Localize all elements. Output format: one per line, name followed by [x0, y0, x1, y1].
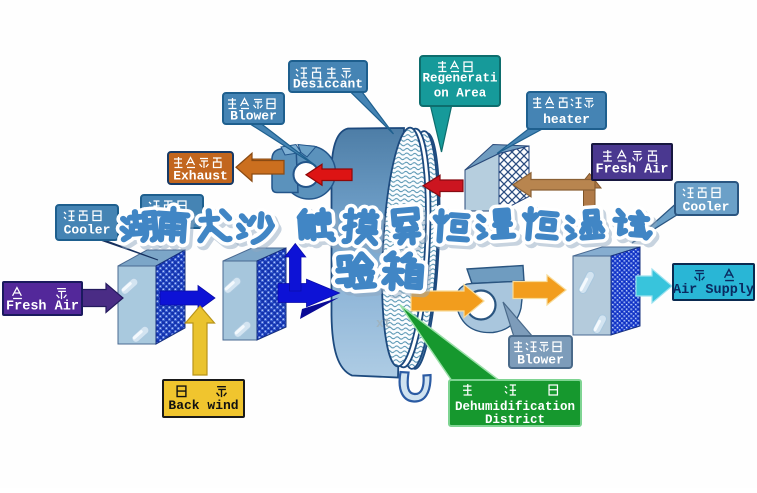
svg-text:Blower: Blower — [230, 109, 277, 124]
svg-text:Cooler: Cooler — [683, 200, 730, 215]
svg-text:Regenerati: Regenerati — [422, 72, 497, 86]
svg-text:Back wind: Back wind — [168, 398, 238, 413]
svg-text:Cooler: Cooler — [64, 223, 111, 238]
svg-text:Air Supply: Air Supply — [673, 283, 754, 298]
svg-text:District: District — [485, 413, 545, 427]
svg-text:on Area: on Area — [434, 87, 487, 101]
svg-text:xt: xt — [376, 316, 392, 331]
svg-text:Blower: Blower — [517, 353, 564, 368]
svg-text:Dehumidification: Dehumidification — [455, 400, 575, 414]
svg-text:Fresh Air: Fresh Air — [596, 163, 669, 178]
svg-text:Desiccant: Desiccant — [293, 77, 363, 92]
svg-text:Fresh Air: Fresh Air — [6, 300, 79, 315]
svg-text:Exhaust: Exhaust — [173, 169, 228, 184]
svg-text:heater: heater — [543, 112, 590, 127]
